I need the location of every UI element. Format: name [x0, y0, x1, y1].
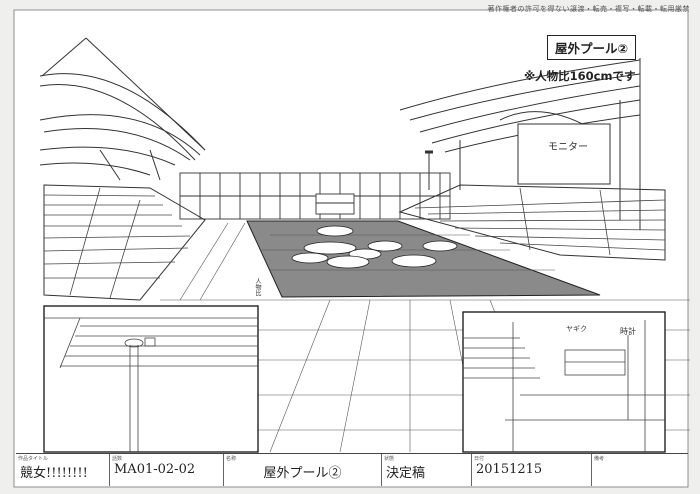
info-cell-name-label: 名称 [226, 456, 237, 462]
info-cell-name-value: 屋外プール② [263, 466, 342, 481]
inset-left-panel [43, 305, 259, 453]
info-cell-status-value: 決定稿 [386, 466, 426, 481]
stadium-roof-left [39, 37, 206, 181]
info-bar: 作品タイトル 競女!!!!!!!! 話数 MA01-02-02 名称 屋外プール… [16, 453, 688, 486]
height-annotation: 人物比 [254, 278, 261, 296]
stadium-roof-right [399, 58, 641, 230]
info-cell-episode-value: MA01-02-02 [114, 462, 196, 477]
info-cell-status: 状態 決定稿 [382, 454, 472, 486]
stands-right [398, 184, 666, 261]
back-wall-glass [179, 172, 451, 220]
inset-right-panel [462, 311, 666, 453]
info-cell-date-label: 日付 [474, 456, 485, 462]
info-cell-date-value: 20151215 [476, 462, 543, 477]
info-cell-title-value: 競女!!!!!!!! [20, 466, 88, 481]
scene-title-box: 屋外プール② [547, 35, 636, 60]
stands-left [43, 184, 206, 301]
monitor-annotation: モニター [548, 142, 588, 153]
info-cell-date: 日付 20151215 [472, 454, 592, 486]
clock-annotation: 時計 [620, 327, 636, 336]
info-cell-name: 名称 屋外プール② [224, 454, 382, 486]
info-cell-title: 作品タイトル 競女!!!!!!!! [16, 454, 110, 486]
info-cell-episode: 話数 MA01-02-02 [110, 454, 224, 486]
info-cell-notes-label: 備考 [594, 456, 605, 462]
info-cell-status-label: 状態 [384, 456, 395, 462]
rail-annotation: ヤギク [566, 325, 587, 333]
copyright-notice: 著作権者の許可を得ない譲渡・転売・複写・転載・転用厳禁 [487, 5, 690, 13]
scale-note: ※人物比160cmです [524, 69, 636, 83]
info-cell-episode-label: 話数 [112, 456, 123, 462]
info-cell-title-label: 作品タイトル [18, 456, 49, 462]
info-cell-notes: 備考 [592, 454, 688, 486]
pool [246, 220, 601, 298]
